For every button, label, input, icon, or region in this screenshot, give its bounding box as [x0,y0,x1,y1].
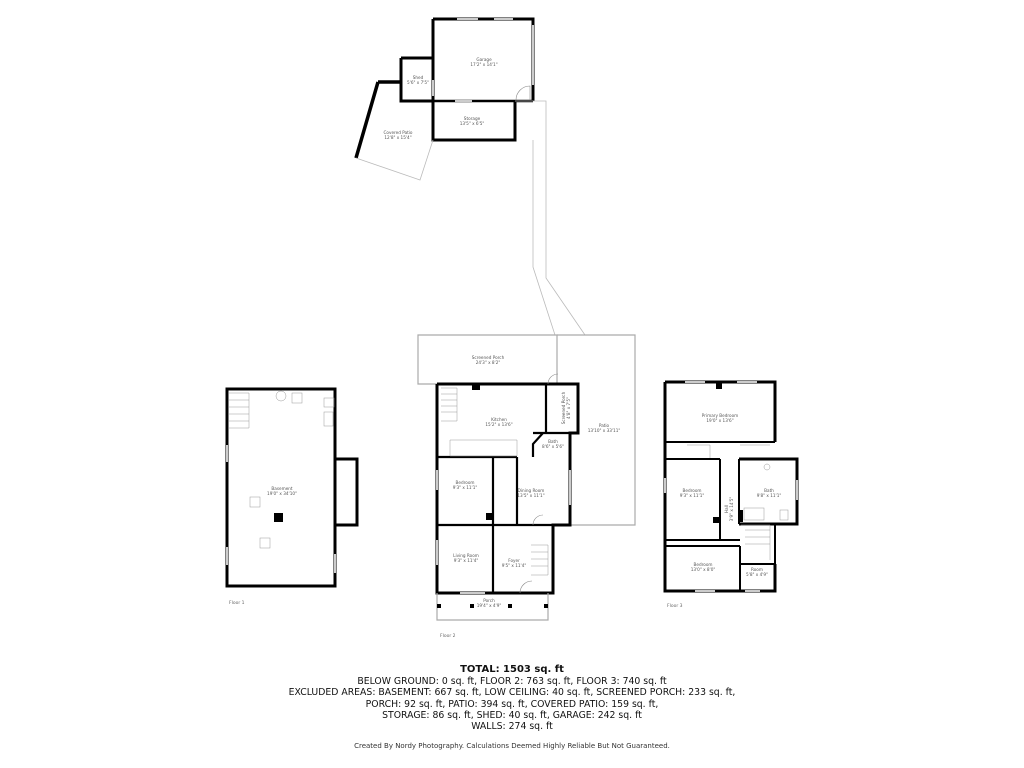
walkway [515,100,586,336]
area-line: PORCH: 92 sq. ft, PATIO: 394 sq. ft, COV… [365,698,659,710]
area-line: EXCLUDED AREAS: BASEMENT: 667 sq. ft, LO… [288,687,736,699]
credit-line: Created By Nordy Photography. Calculatio… [354,742,670,750]
floor-2-plan [417,334,636,621]
basement-plan [225,387,359,588]
area-line: BELOW GROUND: 0 sq. ft, FLOOR 2: 763 sq.… [357,676,667,687]
area-breakdown: BELOW GROUND: 0 sq. ft, FLOOR 2: 763 sq.… [0,676,1024,732]
floor-3-label: Floor 3 [667,604,683,609]
floor-2-label: Floor 2 [440,634,456,639]
floor-3-plan [663,380,799,593]
garage-building [354,17,535,181]
floor-1-label: Floor 1 [229,601,245,606]
total-area: TOTAL: 1503 sq. ft [460,664,564,675]
area-line: WALLS: 274 sq. ft [471,721,553,733]
area-line: STORAGE: 86 sq. ft, SHED: 40 sq. ft, GAR… [382,709,642,721]
